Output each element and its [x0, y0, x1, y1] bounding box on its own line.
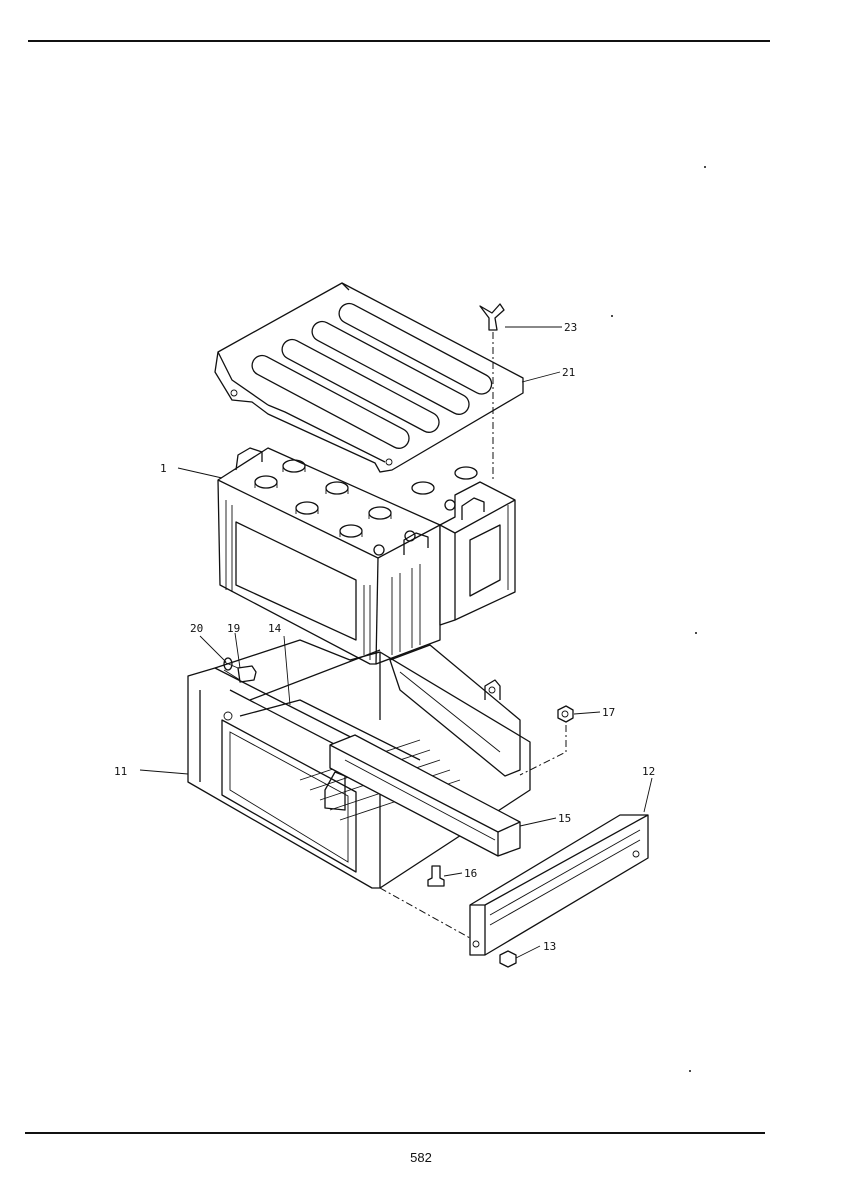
- battery-cover: [214, 282, 524, 473]
- callout-19: 19: [227, 622, 240, 635]
- assembly-line-nut-17: [519, 725, 567, 776]
- scan-speck: [611, 315, 613, 317]
- nut-13: [499, 950, 517, 968]
- wing-bolt: [479, 303, 505, 331]
- bolt-16: [427, 865, 445, 887]
- page-number: 582: [410, 1150, 432, 1165]
- header-rule: [28, 40, 770, 42]
- callout-23: 23: [564, 321, 577, 334]
- footer-rule: [25, 1132, 765, 1134]
- nut-17: [557, 705, 574, 723]
- battery-right: [411, 466, 516, 626]
- channel-bar: [329, 734, 521, 857]
- bolt-19: [223, 661, 257, 683]
- scan-speck: [704, 166, 706, 168]
- callout-20: 20: [190, 622, 203, 635]
- header-mark: · · · · ·: [590, 0, 684, 8]
- callout-12: 12: [642, 765, 655, 778]
- callout-21: 21: [562, 366, 575, 379]
- scan-speck: [695, 632, 697, 634]
- bracket-plate: [469, 814, 649, 956]
- assembly-line-plate: [379, 887, 471, 939]
- callout-16: 16: [464, 867, 477, 880]
- callout-13: 13: [543, 940, 556, 953]
- battery-left: [217, 447, 441, 665]
- callout-11: 11: [114, 765, 127, 778]
- callout-1: 1: [160, 462, 167, 475]
- callout-15: 15: [558, 812, 571, 825]
- washer-20: [223, 657, 233, 671]
- leader-lines: [139, 326, 653, 959]
- scan-speck: [689, 1070, 691, 1072]
- callout-14: 14: [268, 622, 282, 635]
- callout-17: 17: [602, 706, 615, 719]
